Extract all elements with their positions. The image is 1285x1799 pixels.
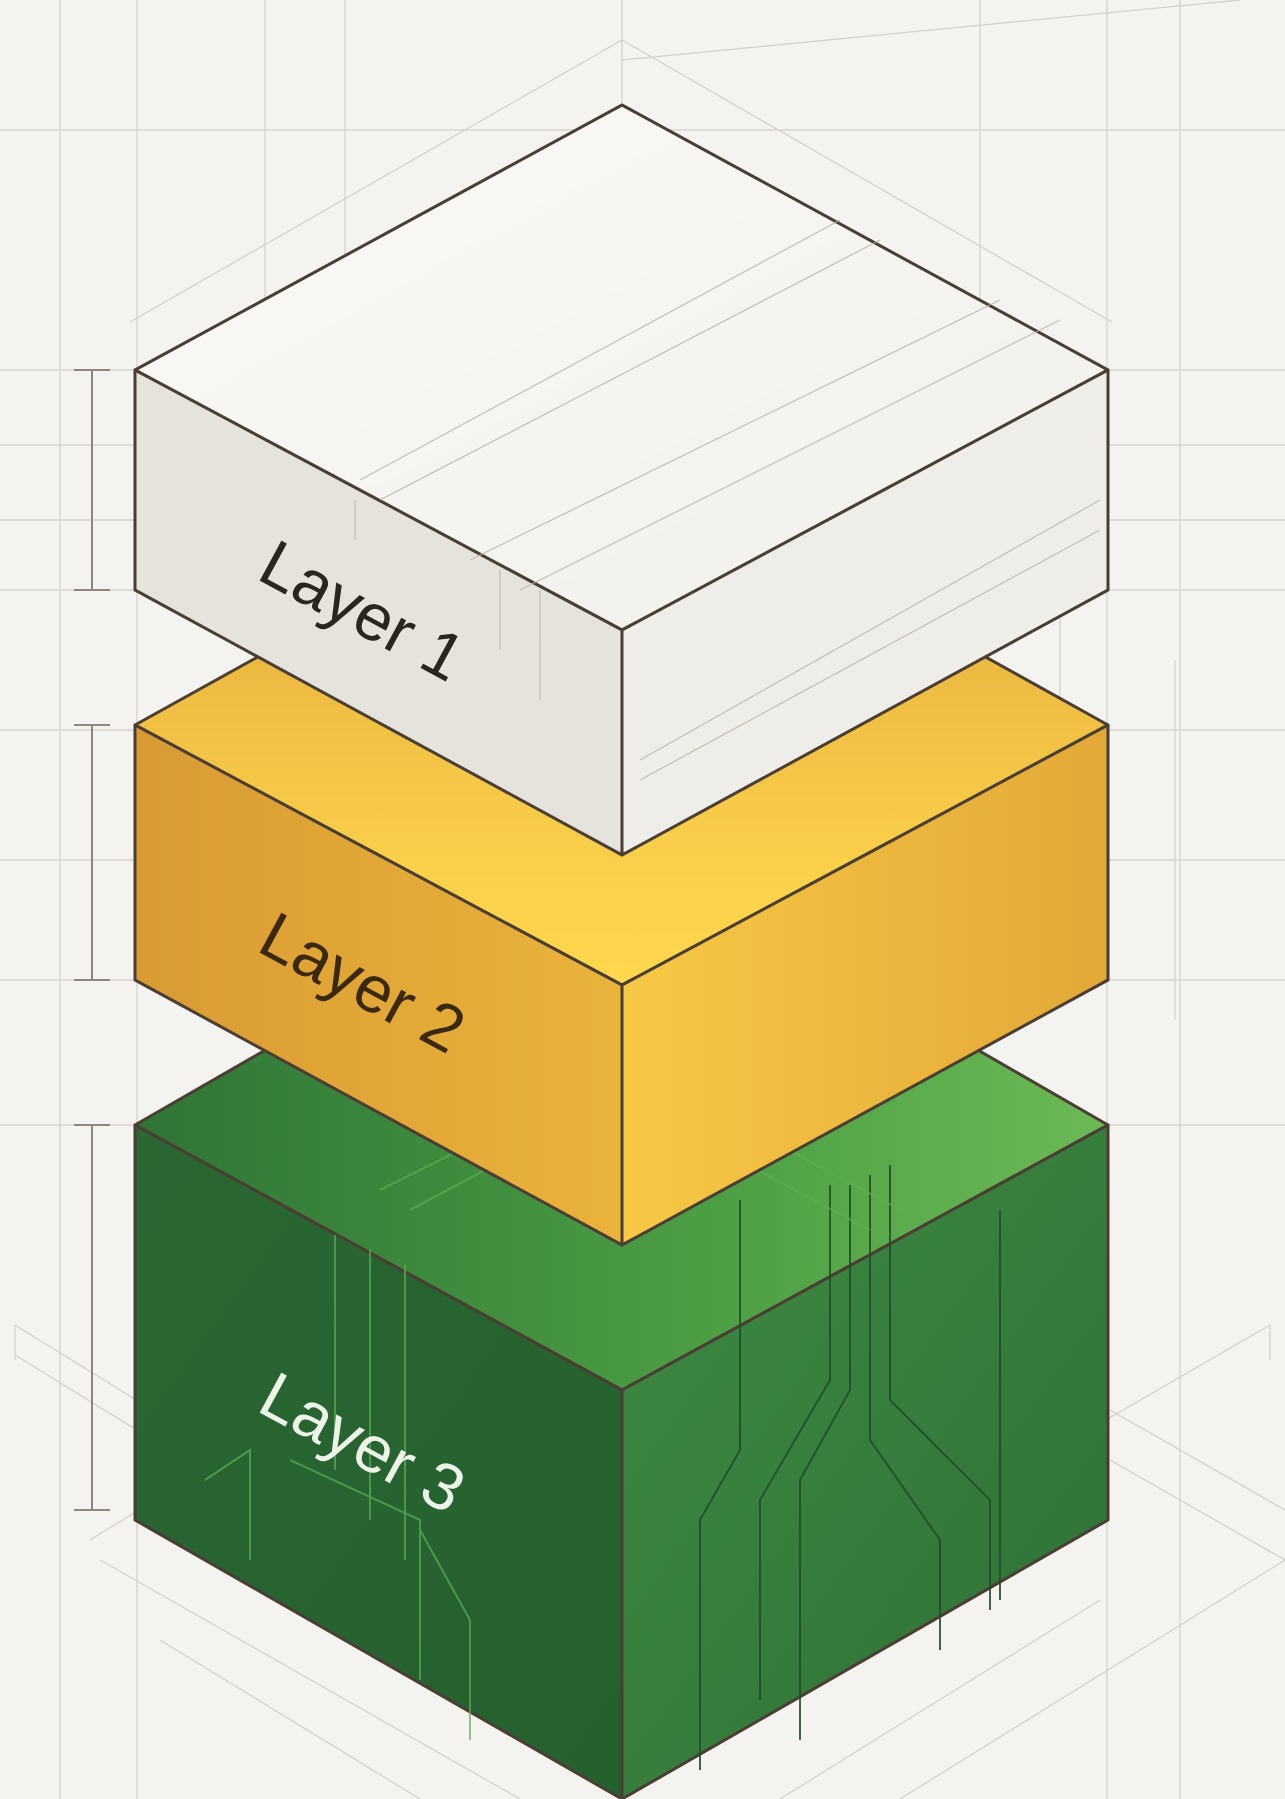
surface-sketch-lines (354, 219, 1101, 781)
layer-1-block (133, 103, 1110, 857)
circuit-highlights (204, 1119, 911, 1740)
circuit-traces (699, 1165, 1001, 1770)
dimension-brackets (74, 369, 110, 1511)
